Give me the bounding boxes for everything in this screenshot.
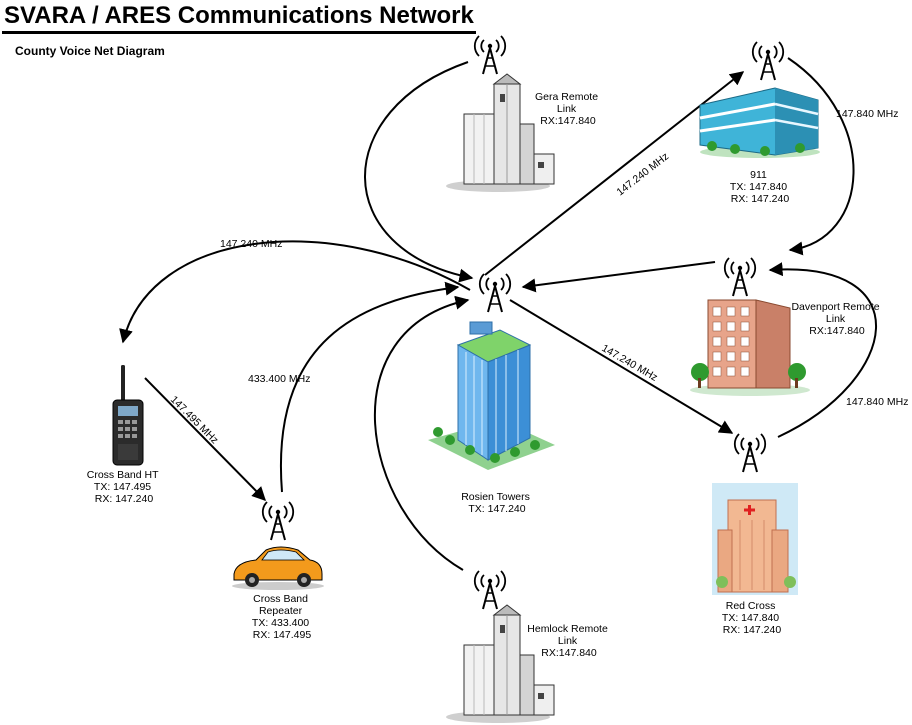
link-gera-to-rosien	[364, 61, 474, 283]
label-red-cross: Red Cross TX: 147.840 RX: 147.240	[722, 600, 782, 636]
node-davenport-remote-link: Davenport Remote Link RX:147.840	[690, 257, 882, 396]
antenna-icon	[473, 570, 507, 610]
page-title: SVARA / ARES Communications Network	[4, 2, 474, 29]
node-cross-band-repeater: Cross Band Repeater TX: 433.400 RX: 147.…	[232, 501, 324, 641]
node-911: 911 TX: 147.840 RX: 147.240	[699, 41, 820, 205]
freq-repeater-to-rosien: 433.400 MHz	[248, 373, 310, 385]
link-repeater-to-rosien	[279, 281, 460, 493]
antenna-icon	[723, 257, 757, 297]
handheld-radio-icon	[112, 365, 144, 466]
label-davenport: Davenport Remote Link RX:147.840	[791, 301, 882, 337]
link-911-to-davenport	[787, 57, 855, 256]
label-hemlock: Hemlock Remote Link RX:147.840	[527, 623, 610, 659]
label-911: 911 TX: 147.840 RX: 147.240	[730, 169, 790, 205]
antenna-icon	[751, 41, 785, 81]
antenna-icon	[733, 433, 767, 473]
node-red-cross: Red Cross TX: 147.840 RX: 147.240	[712, 433, 798, 636]
node-gera-remote-link: Gera Remote Link RX:147.840	[445, 35, 601, 193]
node-cross-band-ht: Cross Band HT TX: 147.495 RX: 147.240	[87, 365, 162, 505]
antenna-icon	[478, 273, 512, 313]
label-cross-band-repeater: Cross Band Repeater TX: 433.400 RX: 147.…	[252, 593, 312, 641]
freq-rosien-to-redcross: 147.240 MHz	[600, 342, 660, 384]
freq-ht-to-repeater: 147.495 MHz	[168, 394, 221, 447]
label-cross-band-ht: Cross Band HT TX: 147.495 RX: 147.240	[87, 469, 162, 505]
link-hemlock-to-rosien	[374, 295, 470, 571]
antenna-icon	[261, 501, 295, 541]
label-gera: Gera Remote Link RX:147.840	[535, 91, 601, 127]
freq-redcross-to-davenport: 147.840 MHz	[846, 396, 908, 408]
link-redcross-to-davenport	[768, 262, 877, 438]
link-davenport-to-rosien	[521, 261, 716, 293]
hospital-building-icon	[712, 483, 798, 595]
node-rosien-towers: Rosien Towers TX: 147.240	[428, 273, 555, 515]
link-ht-to-repeater	[144, 377, 266, 501]
freq-rosien-to-911: 147.240 MHz	[614, 150, 671, 198]
node-hemlock-remote-link: Hemlock Remote Link RX:147.840	[445, 570, 610, 724]
link-rosien-to-redcross	[509, 299, 734, 434]
car-icon	[232, 546, 324, 590]
title-underline	[2, 31, 476, 34]
tower-building-icon	[428, 321, 555, 470]
freq-911-to-davenport: 147.840 MHz	[836, 108, 898, 120]
diagram-subtitle: County Voice Net Diagram	[15, 44, 165, 58]
brick-building-icon	[690, 299, 810, 396]
link-rosien-to-ht	[119, 240, 471, 344]
antenna-icon	[473, 35, 507, 75]
freq-rosien-to-ht: 147.240 MHz	[220, 238, 282, 250]
label-rosien: Rosien Towers TX: 147.240	[461, 491, 533, 515]
office-building-icon	[699, 87, 820, 158]
